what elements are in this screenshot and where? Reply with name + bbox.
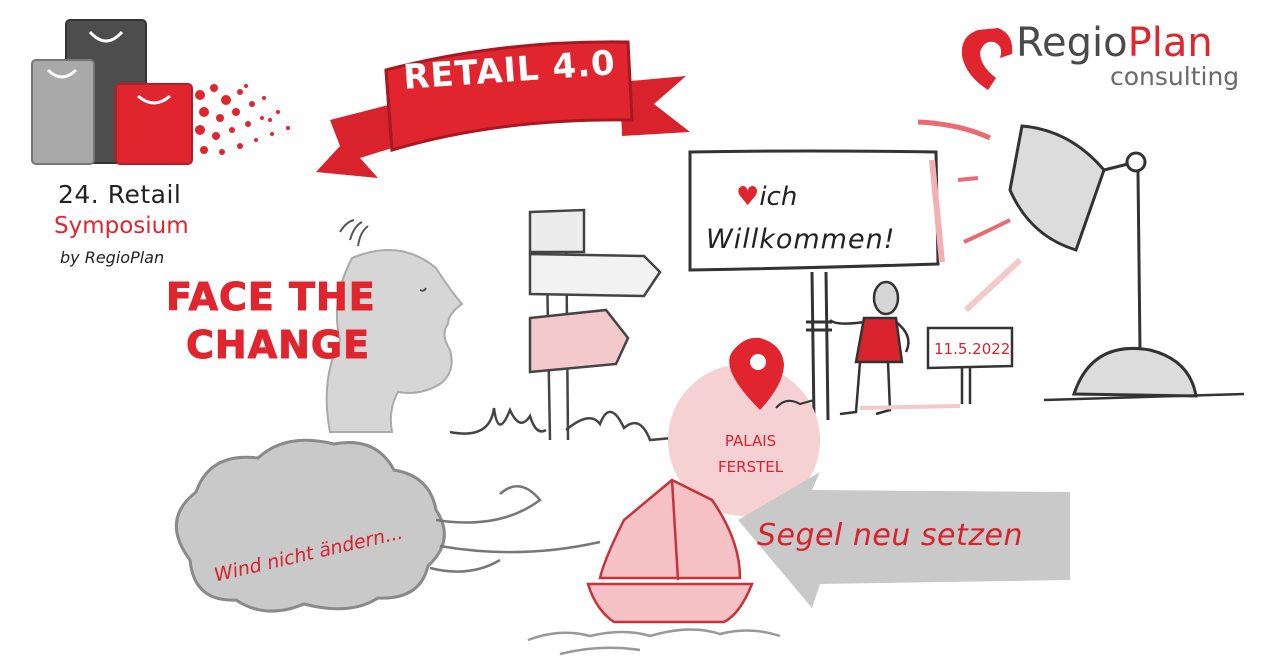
slogan-line-1: FACE THE (166, 275, 376, 320)
wind-cloud-drawing (175, 438, 601, 613)
location-marker (668, 337, 820, 516)
location-line-1: PALAIS (724, 432, 777, 450)
event-date: 11.5.2022 (934, 340, 1011, 358)
retail-banner-ribbon (316, 40, 690, 178)
location-line-2: FERSTEL (718, 458, 784, 476)
location-name: PALAIS FERSTEL (718, 428, 783, 480)
logo-regio-text: Regio (1016, 20, 1128, 66)
shopping-bags-icon (31, 19, 193, 165)
event-name: Symposium (54, 213, 189, 239)
spotlight-lamp-drawing (859, 119, 1245, 410)
welcome-line-1: ♥ich (736, 182, 797, 212)
arrow-caption: Segel neu setzen (757, 518, 1023, 553)
head-profile-drawing (325, 219, 464, 433)
signpost-drawing (449, 208, 673, 442)
logo-plan-text: Plan (1127, 20, 1213, 66)
regioplan-logo-icon (961, 28, 1013, 90)
red-dots-decoration (195, 84, 290, 155)
event-organizer: by RegioPlan (60, 248, 165, 267)
logo-wordmark: RegioPlan (1016, 20, 1213, 66)
slogan-line-2: CHANGE (185, 323, 371, 368)
sailboat-drawing (527, 478, 781, 656)
date-sign-board (926, 326, 1014, 404)
event-number: 24. Retail (58, 180, 182, 209)
logo-consulting-text: consulting (1110, 62, 1240, 91)
welcome-sign-board (688, 149, 945, 421)
welcome-word-1: ich (759, 182, 798, 212)
person-figure (829, 280, 910, 416)
welcome-line-2: Willkommen! (706, 224, 896, 255)
heart-icon: ♥ (736, 182, 760, 212)
gray-arrow-shape (738, 472, 1070, 608)
